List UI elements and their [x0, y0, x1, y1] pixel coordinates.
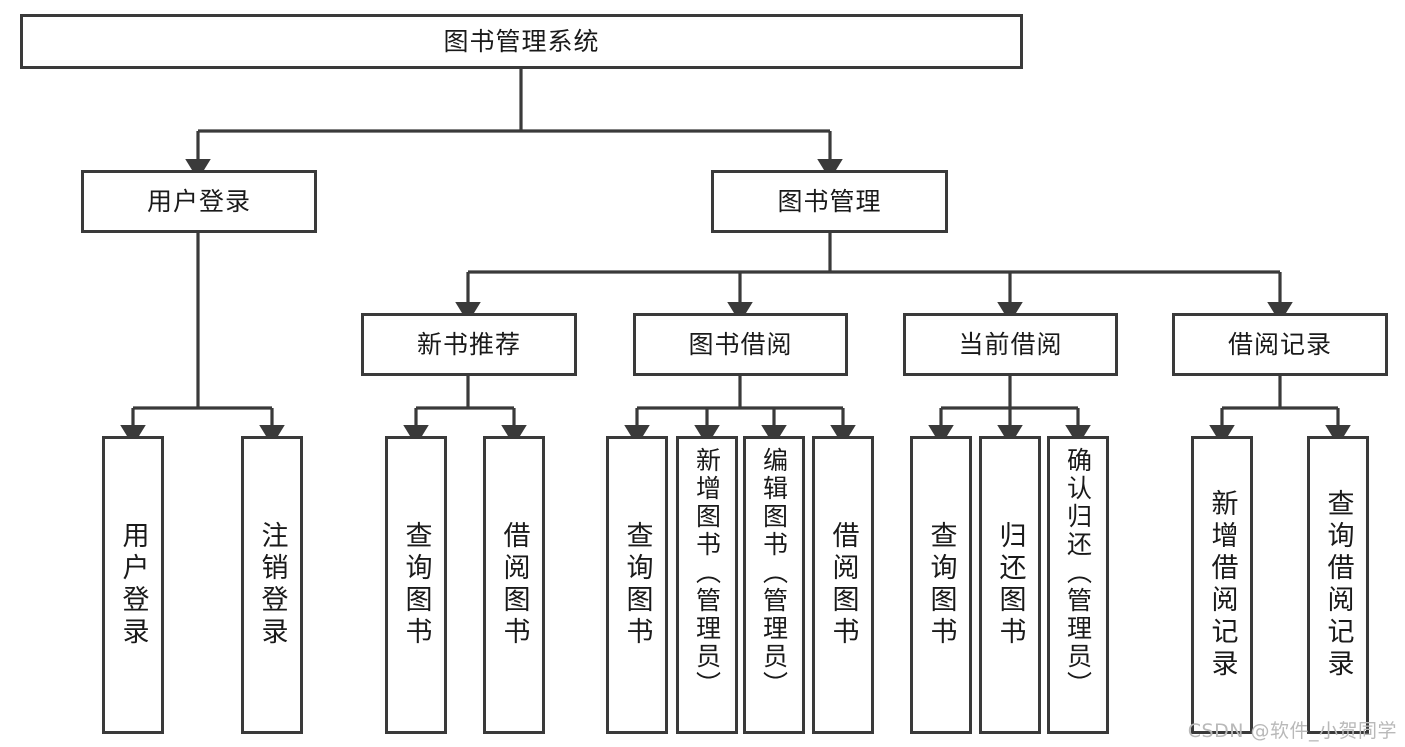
csdn-watermark: CSDN @软件_小贺同学 — [1187, 720, 1397, 742]
node-label: 图书管理 — [777, 186, 882, 216]
node-label: 用户登录 — [117, 521, 149, 649]
node-label: 新增借阅记录 — [1206, 489, 1238, 681]
node-label: 查询图书 — [400, 521, 432, 649]
leaf-confirm-return-admin[interactable]: 确认归还（管理员） — [1047, 436, 1109, 734]
node-label: 图书管理系统 — [443, 26, 600, 56]
leaf-query-books-current[interactable]: 查询图书 — [910, 436, 972, 734]
node-label: 用户登录 — [146, 186, 251, 216]
leaf-query-books-recommendation[interactable]: 查询图书 — [385, 436, 447, 734]
node-user-login[interactable]: 用户登录 — [81, 170, 317, 233]
node-label: 查询图书 — [621, 521, 653, 649]
node-label: 借阅图书 — [827, 521, 859, 649]
node-label: 归还图书 — [994, 521, 1026, 649]
node-label: 新增图书（管理员） — [692, 447, 722, 699]
node-label: 注销登录 — [256, 521, 288, 649]
leaf-logout[interactable]: 注销登录 — [241, 436, 303, 734]
node-label: 借阅图书 — [498, 521, 530, 649]
node-current-borrowing[interactable]: 当前借阅 — [903, 313, 1118, 376]
node-borrow-records[interactable]: 借阅记录 — [1172, 313, 1388, 376]
node-new-book-recommendation[interactable]: 新书推荐 — [361, 313, 577, 376]
leaf-edit-book-admin[interactable]: 编辑图书（管理员） — [743, 436, 805, 734]
node-label: 新书推荐 — [416, 329, 521, 359]
node-root-book-management-system[interactable]: 图书管理系统 — [20, 14, 1023, 69]
node-label: 借阅记录 — [1227, 329, 1332, 359]
leaf-return-books[interactable]: 归还图书 — [979, 436, 1041, 734]
leaf-add-book-admin[interactable]: 新增图书（管理员） — [676, 436, 738, 734]
leaf-borrow-books-recommendation[interactable]: 借阅图书 — [483, 436, 545, 734]
node-book-borrowing[interactable]: 图书借阅 — [633, 313, 848, 376]
node-book-management[interactable]: 图书管理 — [711, 170, 948, 233]
leaf-query-borrow-record[interactable]: 查询借阅记录 — [1307, 436, 1369, 734]
leaf-add-borrow-record[interactable]: 新增借阅记录 — [1191, 436, 1253, 734]
node-label: 确认归还（管理员） — [1063, 447, 1093, 699]
node-label: 查询图书 — [925, 521, 957, 649]
leaf-query-books-borrowing[interactable]: 查询图书 — [606, 436, 668, 734]
node-label: 查询借阅记录 — [1322, 489, 1354, 681]
node-label: 编辑图书（管理员） — [759, 447, 789, 699]
leaf-user-login[interactable]: 用户登录 — [102, 436, 164, 734]
node-label: 当前借阅 — [958, 329, 1063, 359]
leaf-borrow-books[interactable]: 借阅图书 — [812, 436, 874, 734]
node-label: 图书借阅 — [688, 329, 793, 359]
